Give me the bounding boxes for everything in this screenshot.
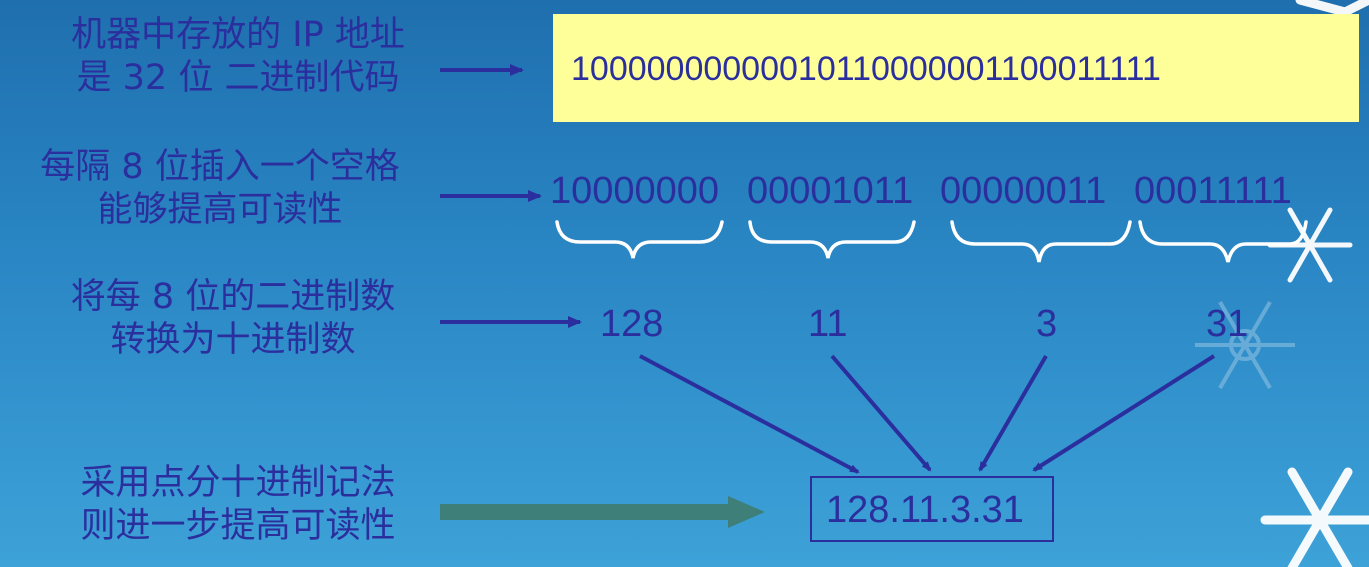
snowflake-icon	[1295, 0, 1369, 17]
brace-octet-2	[748, 220, 916, 259]
octet-decimal-4: 31	[1206, 303, 1249, 345]
arrow-converge-3	[978, 354, 1048, 472]
label-line: 每隔 8 位插入一个空格	[40, 147, 400, 187]
octet-binary-4: 00011111	[1134, 170, 1292, 212]
brace-octet-4	[1138, 220, 1308, 263]
octet-binary-2: 00001011	[747, 170, 914, 212]
label-line: 则进一步提高可读性	[80, 506, 396, 546]
label-line: 转换为十进制数	[110, 320, 356, 360]
octet-decimal-1: 128	[600, 303, 664, 345]
octet-binary-1: 10000000	[550, 170, 720, 212]
label-line: 是 32 位 二进制代码	[76, 58, 400, 98]
arrow-converge-2	[830, 354, 932, 472]
label-stored-address: 机器中存放的 IP 地址 是 32 位 二进制代码	[28, 14, 448, 100]
label-spacing: 每隔 8 位插入一个空格 能够提高可读性	[0, 146, 440, 232]
dotted-decimal-text: 128.11.3.31	[826, 489, 1024, 531]
label-convert: 将每 8 位的二进制数 转换为十进制数	[28, 276, 438, 362]
octet-binary-3: 00000011	[940, 170, 1107, 212]
label-line: 采用点分十进制记法	[80, 463, 396, 503]
dotted-decimal-box: 128.11.3.31	[810, 476, 1054, 542]
octet-decimal-2: 11	[808, 303, 848, 345]
binary-address-text: 10000000000010110000001100011111	[571, 50, 1161, 88]
brace-octet-1	[555, 220, 724, 259]
snowflake-icon	[1260, 467, 1369, 567]
arrow-converge-4	[1032, 354, 1216, 472]
binary-address-box: 10000000000010110000001100011111	[553, 14, 1359, 122]
faint-snowflake-icon	[1195, 300, 1295, 390]
label-line: 机器中存放的 IP 地址	[71, 15, 405, 55]
arrow-to-dotted-decimal	[440, 496, 765, 528]
brace-octet-3	[950, 220, 1132, 263]
label-line: 能够提高可读性	[97, 190, 343, 230]
arrow-converge-1	[639, 354, 860, 474]
label-line: 将每 8 位的二进制数	[70, 277, 396, 317]
label-dotted-decimal: 采用点分十进制记法 则进一步提高可读性	[28, 462, 448, 548]
octet-decimal-3: 3	[1036, 303, 1058, 345]
